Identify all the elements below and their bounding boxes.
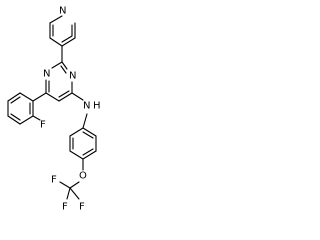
bond <box>19 92 34 102</box>
bond <box>19 115 34 125</box>
bond <box>82 113 88 129</box>
amine-hydrogen-label: H <box>93 101 101 112</box>
bond <box>69 127 84 137</box>
pyridine-ring <box>49 15 76 47</box>
bond <box>60 65 67 74</box>
pyridine-nitrogen-label: N <box>59 6 66 17</box>
fluorophenyl-ring <box>7 92 41 125</box>
phenyl-ring <box>69 127 97 160</box>
amine-nitrogen-label: N <box>83 101 90 112</box>
bond <box>7 115 21 125</box>
trifluoro-left-label: F <box>51 175 57 186</box>
bond <box>49 15 63 24</box>
bond <box>10 113 21 121</box>
bond <box>32 115 41 121</box>
bond <box>69 187 80 200</box>
bond <box>45 92 60 102</box>
trifluoro-bottom-label: F <box>62 202 68 213</box>
structure-diagram: N N N F N H O F F F <box>7 6 101 213</box>
bond <box>58 92 73 102</box>
bond <box>61 37 76 47</box>
bond <box>69 181 80 189</box>
ether-oxygen-label: O <box>79 171 87 182</box>
bond <box>71 92 84 101</box>
bond <box>69 150 84 160</box>
pyrimidine-nitrogen-top-label: N <box>43 69 50 80</box>
bond <box>59 181 71 189</box>
pyrimidine-ring <box>45 61 73 102</box>
bond <box>82 127 97 137</box>
pyrimidine-nitrogen-right-label: N <box>69 71 76 82</box>
bond <box>10 96 21 104</box>
bond <box>82 131 94 139</box>
bond <box>32 92 47 102</box>
bond <box>61 35 73 43</box>
bond <box>82 150 97 160</box>
bond <box>51 61 63 69</box>
fluoro-label: F <box>40 120 46 131</box>
trifluoro-right-label: F <box>79 202 85 213</box>
bond <box>7 92 21 102</box>
bond <box>49 37 63 47</box>
bond <box>61 61 68 70</box>
bond <box>82 148 94 156</box>
bond <box>58 90 70 98</box>
bond <box>66 187 71 200</box>
